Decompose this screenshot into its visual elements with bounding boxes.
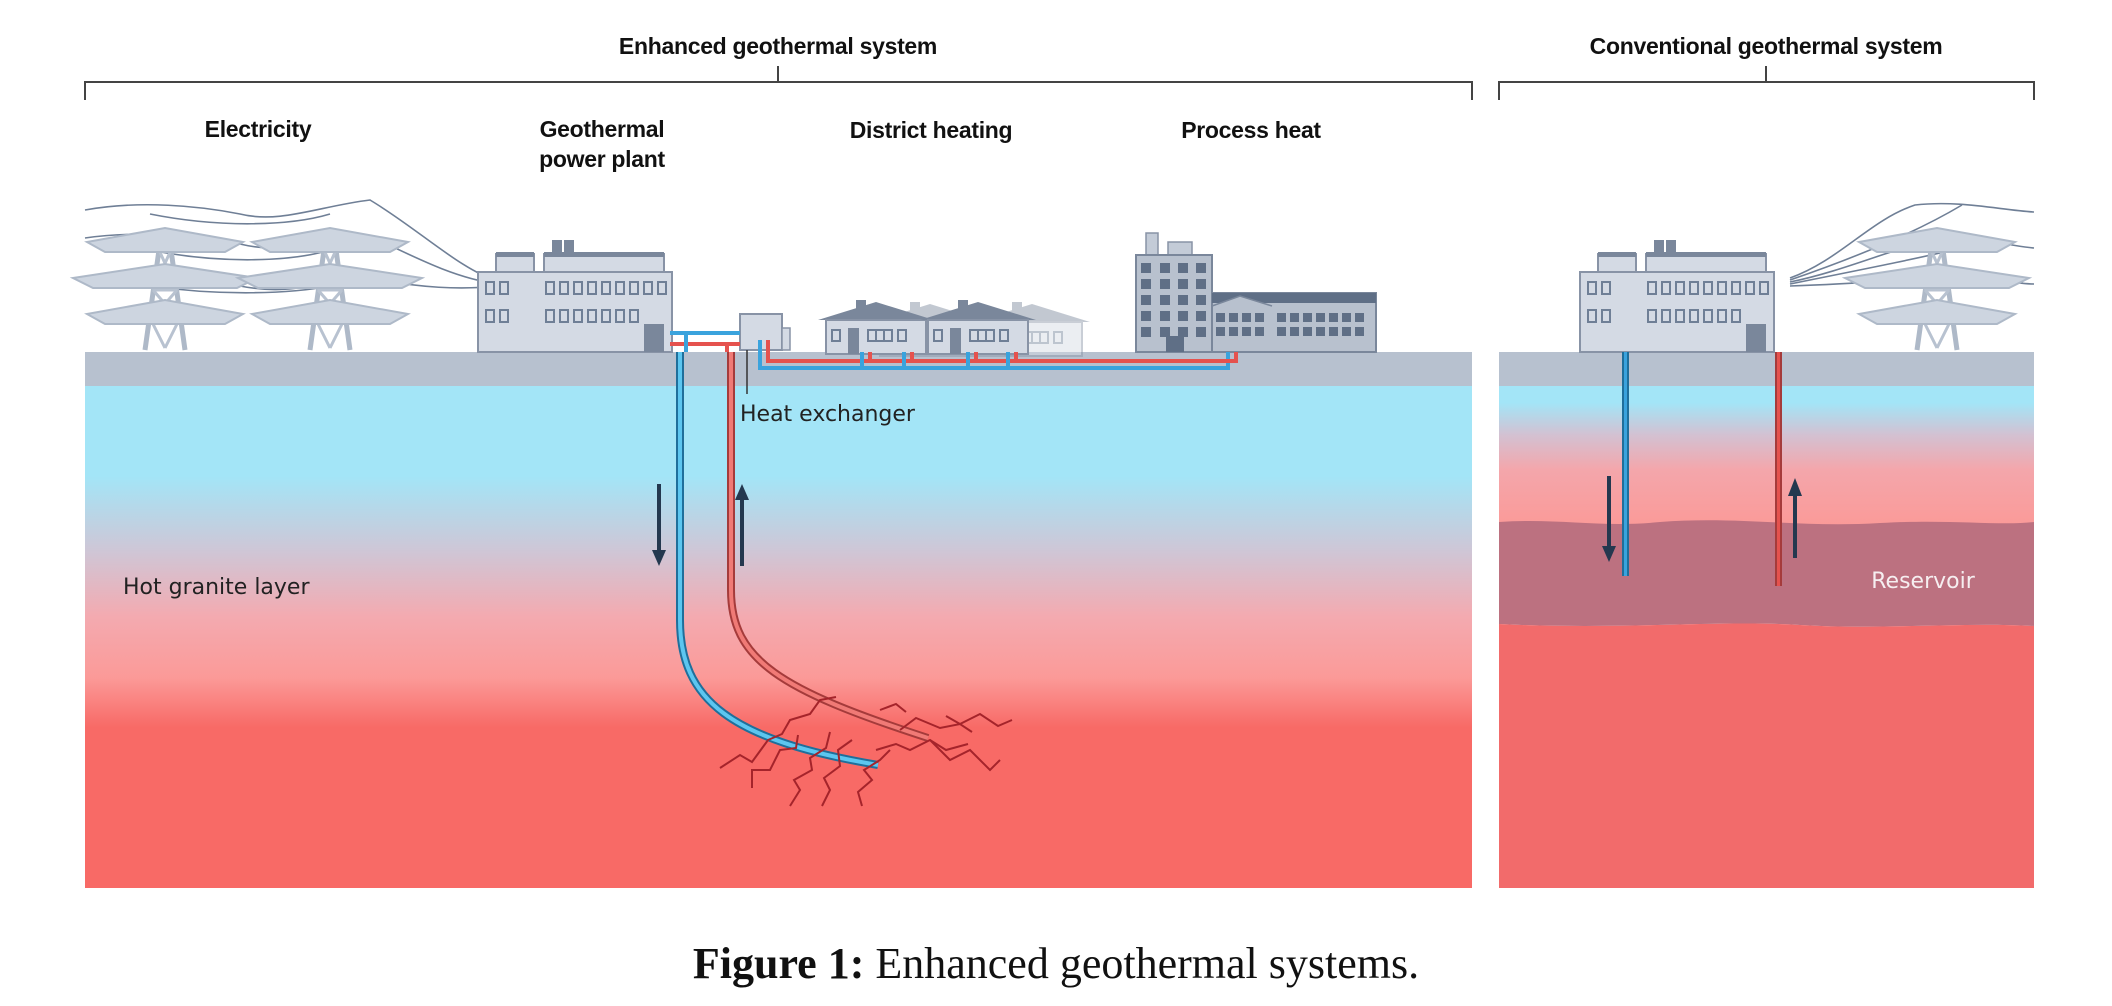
arrow-down-icon: [1602, 476, 1616, 562]
arrow-up-icon: [735, 484, 749, 566]
conventional-bracket: [1498, 66, 2035, 100]
enhanced-system-title: Enhanced geothermal system: [619, 33, 937, 59]
section-label-district-heating: District heating: [850, 117, 1013, 143]
factory-icon: [1135, 232, 1377, 353]
section-label-electricity: Electricity: [205, 116, 312, 142]
injection-well-conventional: [1622, 352, 1629, 576]
conventional-system-title: Conventional geothermal system: [1590, 33, 1943, 59]
egs-rock-layers: [85, 386, 1472, 888]
hot-granite-layer-label: Hot granite layer: [123, 575, 310, 600]
heat-exchanger-label: Heat exchanger: [740, 402, 916, 427]
arrow-down-icon: [652, 484, 666, 566]
pylon-icon: [73, 228, 257, 350]
conventional-upper-layers: [1499, 386, 2034, 526]
reservoir-label: Reservoir: [1871, 569, 1975, 594]
figure-caption: Figure 1: Enhanced geothermal systems.: [0, 938, 2112, 989]
enhanced-bracket: [84, 66, 1473, 100]
injection-well: [676, 352, 879, 769]
production-well: [727, 352, 930, 742]
caption-label: Figure 1:: [692, 939, 865, 988]
section-label-power-plant-1: Geothermal: [540, 116, 665, 142]
district-heating-pipes: [670, 331, 1238, 370]
pylon-icon: [1845, 228, 2029, 350]
power-plant-icon: [477, 239, 673, 353]
production-well-conventional: [1775, 352, 1782, 586]
fracture-network: [719, 696, 1013, 807]
panel-divider: [1472, 352, 1499, 888]
section-label-process-heat: Process heat: [1181, 117, 1321, 143]
power-plant-icon: [1579, 239, 1775, 353]
conventional-hot-layer: [1499, 623, 2034, 888]
reservoir-layer: [1499, 520, 2034, 627]
section-label-power-plant-2: power plant: [539, 146, 665, 172]
heat-exchanger-icon: [739, 313, 791, 351]
caption-text: Enhanced geothermal systems.: [864, 939, 1420, 988]
conventional-ground-layer: [1499, 352, 2034, 386]
arrow-up-icon: [1788, 478, 1802, 558]
pylon-icon: [238, 228, 422, 350]
geothermal-diagram: Enhanced geothermal system Conventional …: [0, 33, 2035, 888]
